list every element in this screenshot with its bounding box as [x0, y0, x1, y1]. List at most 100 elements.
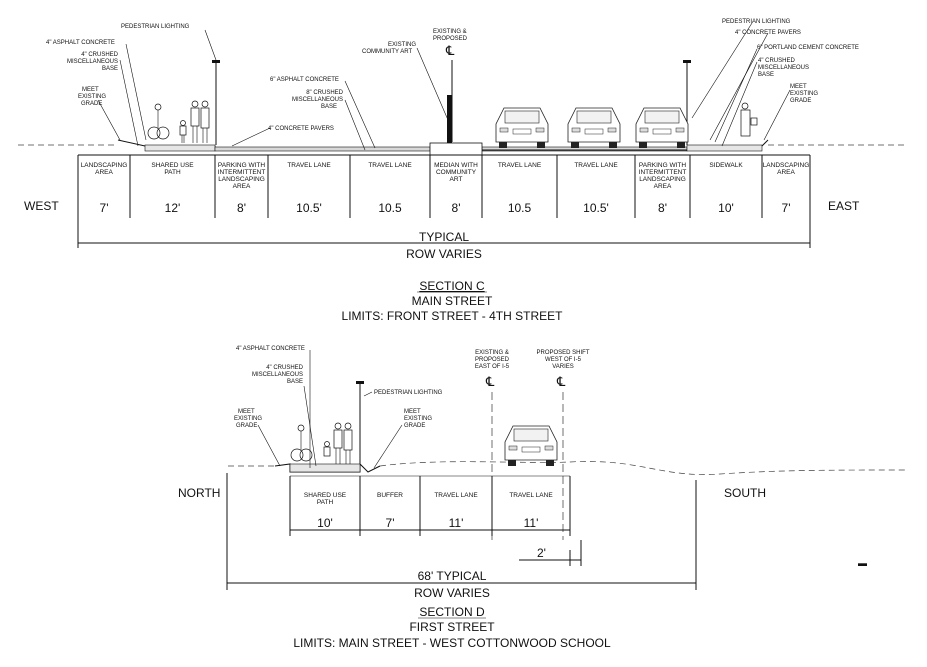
zone-width-c-8: 8'	[658, 201, 667, 215]
callout-cl-existing: EXISTING &	[475, 350, 509, 356]
callout-pavers-west: 4" CONCRETE PAVERS	[268, 126, 334, 132]
pedestrian-light-d	[356, 381, 364, 464]
section-d-limits: LIMITS: MAIN STREET - WEST COTTONWOOD SC…	[293, 636, 611, 650]
callout-cl-shift: PROPOSED SHIFT	[536, 350, 589, 356]
section-c-title: SECTION C	[419, 279, 485, 293]
zone-label-c-2: INTERMITTENT	[218, 169, 266, 176]
callout-meet-grade-d-right-l2: EXISTING	[404, 416, 432, 422]
section-d-pavement	[274, 462, 381, 473]
zone-label-d-3: TRAVEL LANE	[509, 492, 553, 499]
vehicles-section-d	[504, 425, 558, 466]
callout-asphalt-6: 6" ASPHALT CONCRETE	[270, 77, 339, 83]
car-c-2	[567, 107, 621, 148]
typical-label-d: 68' TYPICAL	[418, 569, 487, 583]
cyclist-figure-c	[147, 103, 170, 140]
direction-north: NORTH	[178, 486, 220, 500]
section-c-limits: LIMITS: FRONT STREET - 4TH STREET	[342, 309, 564, 323]
callout-meet-grade-east-l3: GRADE	[790, 98, 811, 104]
callout-meet-grade-d-left-l3: GRADE	[236, 423, 257, 429]
zone-width-d-3: 11'	[524, 516, 539, 530]
zone-width-c-6: 10.5	[508, 201, 532, 215]
vehicles-section-c	[495, 107, 689, 148]
zone-width-d-2: 11'	[449, 516, 464, 530]
car-c-3	[635, 107, 689, 148]
callout-meet-grade-west-l3: GRADE	[81, 101, 102, 107]
callout-ped-lighting-west: PEDESTRIAN LIGHTING	[121, 24, 190, 30]
zone-label-c-8: INTERMITTENT	[639, 169, 687, 176]
row-varies-label-c: ROW VARIES	[406, 247, 482, 261]
callout-crushed-8: 8" CRUSHED	[306, 90, 343, 96]
centerline-marks-d	[491, 392, 564, 540]
direction-east: EAST	[828, 199, 860, 213]
zone-label-c-10: LANDSCAPING	[763, 162, 810, 169]
callout-meet-grade-east-l2: EXISTING	[790, 91, 818, 97]
zone-label-c-8: AREA	[654, 183, 672, 190]
callout-portland-cement: 6" PORTLAND CEMENT CONCRETE	[757, 45, 859, 51]
pedestrian-light-west	[212, 60, 220, 145]
zone-width-d-0: 10'	[317, 516, 333, 530]
callout-meet-grade-d-left: MEET	[238, 409, 255, 415]
section-d-street: FIRST STREET	[409, 620, 495, 634]
zone-label-c-9: SIDEWALK	[709, 162, 743, 169]
callout-crushed-8-l2: MISCELLANEOUS	[292, 97, 343, 103]
row-dimension-c: TYPICAL ROW VARIES	[77, 230, 811, 261]
callout-crushed-4-d-l3: BASE	[287, 379, 303, 385]
cyclist-figure-d	[290, 424, 313, 462]
zone-label-d-0: SHARED USE	[304, 492, 347, 499]
callout-pavers-east: 4" CONCRETE PAVERS	[735, 30, 801, 36]
callout-community-art-l2: COMMUNITY ART	[362, 49, 412, 55]
zone-label-c-8: LANDSCAPING	[639, 176, 686, 183]
zone-label-c-2: LANDSCAPING	[218, 176, 265, 183]
callout-centerline-c: EXISTING &	[433, 29, 467, 35]
zone-label-c-2: AREA	[233, 183, 251, 190]
shift-dimension-d: 2'	[519, 540, 582, 566]
callout-meet-grade-d-right-l3: GRADE	[404, 423, 425, 429]
zone-label-c-0: LANDSCAPING	[81, 162, 128, 169]
callout-crushed-4-d-l2: MISCELLANEOUS	[252, 372, 303, 378]
callout-asphalt-4-west: 4" ASPHALT CONCRETE	[46, 40, 115, 46]
centerline-symbol-c: ℄	[445, 43, 455, 58]
row-dimension-d: 68' TYPICAL ROW VARIES	[226, 473, 697, 600]
zone-width-c-7: 10.5'	[583, 201, 609, 215]
pedestrian-group-d	[323, 422, 353, 464]
callout-community-art: EXISTING	[388, 42, 416, 48]
zone-width-c-5: 8'	[452, 201, 461, 215]
zone-width-c-1: 12'	[165, 201, 181, 215]
callout-crushed-4-d: 4" CRUSHED	[266, 365, 303, 371]
zone-label-c-6: TRAVEL LANE	[498, 162, 542, 169]
callouts-c: PEDESTRIAN LIGHTING 4" ASPHALT CONCRETE …	[46, 19, 859, 132]
callout-leaders-c	[97, 22, 791, 151]
zone-label-d-1: BUFFER	[377, 492, 403, 499]
callout-crushed-8-l3: BASE	[321, 104, 337, 110]
zone-width-d-1: 7'	[386, 516, 395, 530]
zone-label-c-3: TRAVEL LANE	[287, 162, 331, 169]
grade-line-d	[379, 461, 906, 475]
pedestrian-figure-east-c	[740, 102, 758, 137]
callout-cl-shift-l2: WEST OF I-5	[545, 357, 582, 363]
zone-label-c-5: ART	[450, 176, 463, 183]
zone-label-d-2: TRAVEL LANE	[434, 492, 478, 499]
zone-width-c-3: 10.5'	[296, 201, 322, 215]
zone-label-c-10: AREA	[777, 169, 795, 176]
zone-label-c-4: TRAVEL LANE	[368, 162, 412, 169]
callout-meet-grade-east: MEET	[790, 84, 807, 90]
row-varies-label-d: ROW VARIES	[414, 586, 490, 600]
centerline-symbol-d2: ℄	[556, 374, 566, 389]
callout-ped-lighting-d: PEDESTRIAN LIGHTING	[374, 390, 443, 396]
section-d-title-block: SECTION D FIRST STREET LIMITS: MAIN STRE…	[293, 605, 611, 650]
zone-width-c-0: 7'	[100, 201, 109, 215]
note-mark: ▬	[858, 558, 867, 568]
zone-label-c-0: AREA	[95, 169, 113, 176]
zone-label-c-1: SHARED USE	[151, 162, 194, 169]
car-c-1	[495, 107, 549, 148]
callout-ped-lighting-east: PEDESTRIAN LIGHTING	[722, 19, 791, 25]
zone-label-c-5: MEDIAN WITH	[434, 162, 478, 169]
zone-width-c-2: 8'	[237, 201, 246, 215]
callout-asphalt-4-d: 4" ASPHALT CONCRETE	[236, 346, 305, 352]
